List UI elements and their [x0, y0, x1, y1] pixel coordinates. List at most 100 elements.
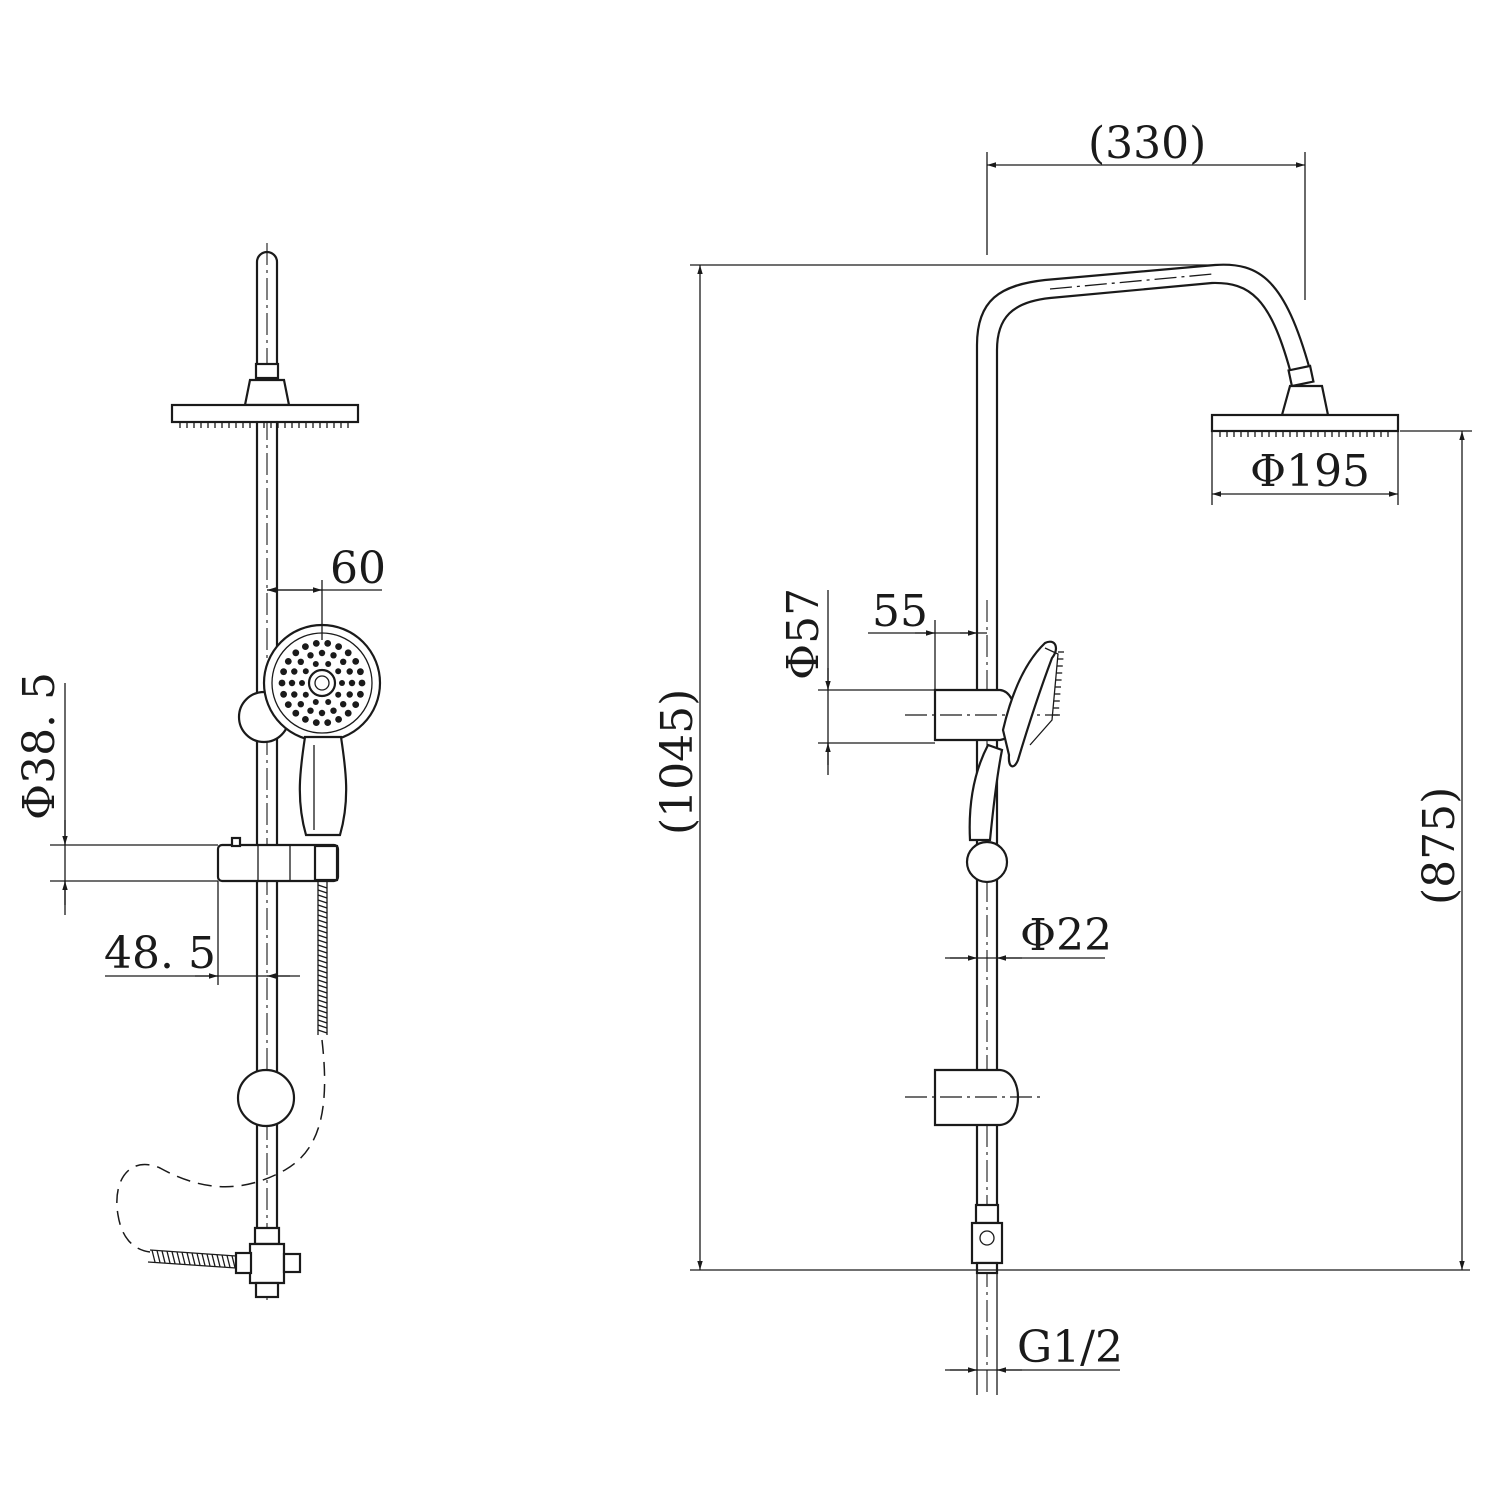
hose-coil: [196, 1253, 201, 1266]
nozzle-dot: [346, 668, 353, 675]
hose-coil: [317, 884, 328, 889]
front-arm-outer: [975, 263, 1312, 1207]
front-valve-top: [974, 1203, 1000, 1225]
nozzle-dot: [307, 707, 314, 714]
nozzle-dot: [288, 679, 296, 687]
dim-side-holder-diameter: Φ38. 5: [14, 672, 65, 820]
side-hose-coils: [317, 884, 328, 1034]
front-head-cone: [1280, 384, 1330, 417]
nozzle-dot: [358, 679, 366, 687]
dim-side-holder-offset: 48. 5: [104, 928, 216, 979]
hose-coil: [317, 904, 328, 909]
hose-coil: [317, 919, 328, 924]
nozzle-dot: [330, 707, 337, 714]
front-valve-knob: [979, 1230, 995, 1246]
nozzle-dot: [339, 680, 345, 686]
hose-coil: [317, 1004, 328, 1009]
nozzle-dot: [340, 658, 347, 665]
nozzle-dot: [325, 661, 332, 667]
nozzle-dot: [302, 643, 309, 650]
dim-rail-diameter: Φ22: [1020, 910, 1112, 961]
side-bottom-hose: [147, 1249, 237, 1269]
hose-coil: [317, 934, 328, 939]
nozzle-dot: [297, 658, 304, 665]
front-shower-head: [1210, 413, 1400, 433]
hose-coil: [226, 1255, 231, 1268]
side-hose-nut: [313, 844, 339, 882]
nozzle-dot: [302, 716, 309, 723]
hose-coil: [231, 1255, 236, 1268]
hose-coil: [317, 889, 328, 894]
hose-coil: [317, 989, 328, 994]
front-valve-outlet: [975, 1261, 999, 1275]
nozzle-dot: [318, 709, 326, 717]
side-bottom-hose-coils: [151, 1249, 236, 1268]
side-view: 60 Φ38. 5 48. 5: [14, 243, 386, 1300]
side-handshower-nozzles: [278, 640, 366, 726]
hose-coil: [221, 1254, 226, 1268]
nozzle-dot: [297, 701, 304, 708]
nozzle-dot: [302, 691, 309, 698]
nozzle-dot: [291, 668, 298, 675]
front-valve-body: [970, 1221, 1004, 1265]
nozzle-dot: [318, 649, 326, 657]
side-head-cone: [243, 378, 291, 407]
nozzle-dot: [280, 690, 287, 698]
side-valve-inlet: [254, 1281, 280, 1299]
dim-inlet-thread: G1/2: [1017, 1322, 1123, 1373]
hose-coil: [317, 944, 328, 949]
nozzle-dot: [346, 691, 353, 698]
nozzle-dot: [284, 701, 292, 708]
side-valve-outlet: [234, 1251, 253, 1275]
hose-coil: [151, 1249, 156, 1263]
dim-head-height: (875): [1414, 787, 1465, 905]
hose-coil: [317, 1029, 328, 1034]
front-head-nozzles: [1219, 431, 1389, 437]
nozzle-dot: [307, 652, 314, 659]
hose-coil: [161, 1250, 166, 1263]
hose-coil: [176, 1251, 181, 1265]
nozzle-dot: [280, 668, 287, 676]
hose-coil: [317, 909, 328, 914]
front-arm-nut: [1287, 364, 1315, 388]
hose-coil: [317, 969, 328, 974]
nozzle-dot: [312, 719, 320, 726]
side-shower-head: [170, 403, 360, 424]
nozzle-dot: [312, 661, 319, 667]
front-handshower-nozzles: [1052, 651, 1064, 716]
front-slider-knob: [965, 840, 1009, 884]
hose-coil: [317, 1014, 328, 1019]
hose-coil: [317, 899, 328, 904]
side-riser-pipe: [255, 250, 279, 370]
dim-handshower-offset: 60: [330, 543, 386, 594]
nozzle-dot: [335, 691, 342, 698]
nozzle-dot: [330, 652, 337, 659]
nozzle-dot: [335, 716, 342, 723]
dim-arm-reach: (330): [1088, 118, 1206, 169]
side-nut: [254, 362, 280, 380]
hose-coil: [317, 1009, 328, 1014]
hose-coil: [317, 894, 328, 899]
nozzle-dot: [291, 691, 298, 698]
hose-coil: [186, 1252, 191, 1265]
hose-coil: [201, 1253, 206, 1266]
hose-coil: [317, 974, 328, 979]
side-valve-top: [253, 1226, 281, 1246]
hose-coil: [317, 964, 328, 969]
dim-head-diameter: Φ195: [1250, 446, 1370, 497]
front-handshower-handle: [968, 743, 1004, 842]
nozzle-dot: [302, 668, 309, 675]
hose-coil: [156, 1250, 161, 1263]
nozzle-dot: [344, 709, 352, 717]
hose-coil: [317, 939, 328, 944]
hose-coil: [216, 1254, 221, 1267]
side-hose-loop: [116, 1039, 326, 1253]
hose-coil: [317, 914, 328, 919]
front-arm-inner: [995, 281, 1292, 1207]
side-slider-button: [230, 836, 242, 848]
nozzle-dot: [357, 690, 364, 698]
hose-coil: [191, 1252, 196, 1266]
nozzle-dot: [284, 658, 292, 665]
nozzle-dot: [324, 640, 332, 647]
